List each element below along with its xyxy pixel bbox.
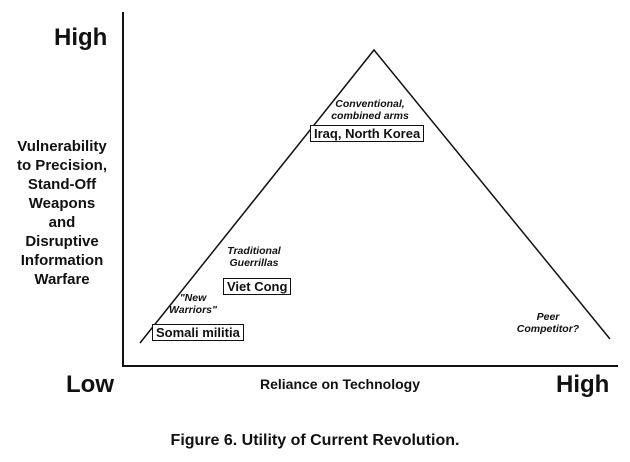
figure-caption: Figure 6. Utility of Current Revolution. — [170, 432, 460, 449]
y-axis-high-label: High — [54, 24, 108, 51]
x-axis-high-label: High — [556, 371, 610, 398]
traditional-guerrillas-note: Traditional Guerrillas — [227, 245, 281, 269]
somali-militia-box: Somali militia — [152, 324, 244, 341]
x-axis-title: Reliance on Technology — [260, 376, 420, 392]
peer-competitor-note: Peer Competitor? — [516, 311, 580, 335]
conventional-arms-note: Conventional, combined arms — [331, 98, 409, 122]
iraq-north-korea-box: Iraq, North Korea — [310, 125, 425, 142]
triangle-outline — [139, 48, 611, 344]
new-warriors-note: "New Warriors" — [169, 292, 217, 316]
y-axis-low-label: Low — [66, 371, 114, 398]
y-axis-title: Vulnerability to Precision, Stand-Off We… — [16, 138, 108, 288]
viet-cong-box: Viet Cong — [223, 278, 292, 295]
